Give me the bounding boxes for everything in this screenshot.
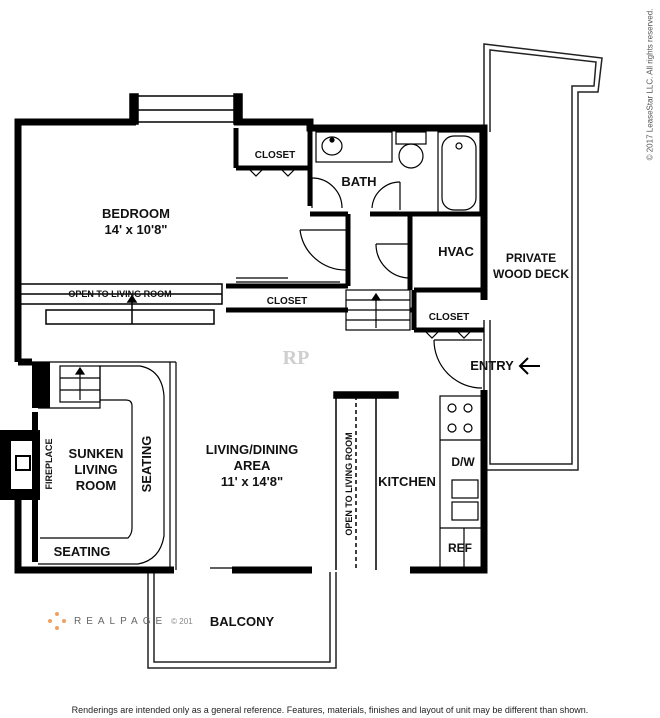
bath-fixtures — [315, 131, 481, 215]
living-dining-size: 11' x 14'8" — [220, 474, 284, 489]
sunken-living-label: SUNKEN LIVING ROOM — [68, 446, 124, 493]
brand-suffix: © 201 — [171, 616, 193, 626]
bedroom-railing — [17, 283, 223, 325]
closet-bedroom-label: CLOSET — [254, 150, 296, 161]
hall-closet-slider — [236, 277, 340, 283]
brand-name: REALPAGE — [74, 615, 168, 627]
bedroom-window — [129, 93, 243, 125]
entry-label: ENTRY — [470, 358, 514, 373]
door-swings — [299, 177, 483, 389]
closet-entry-label: CLOSET — [428, 312, 470, 323]
disclaimer-text: Renderings are intended only as a genera… — [71, 705, 589, 715]
realpage-logo-icon — [48, 612, 66, 630]
closet-hall-label: CLOSET — [266, 296, 308, 307]
hall-stairs — [345, 289, 411, 331]
sunken-living-features — [24, 361, 177, 570]
deck-label: PRIVATE WOOD DECK — [493, 251, 569, 281]
private-deck-outline — [483, 43, 603, 471]
ref-label: REF — [448, 541, 472, 555]
open-to-living-vertical-label: OPEN TO LIVING ROOM — [344, 432, 354, 536]
interior-walls — [226, 128, 484, 333]
bedroom-size: 14' x 10'8" — [104, 222, 168, 237]
balcony-slider — [210, 567, 440, 573]
seating-bottom-label: SEATING — [53, 544, 111, 559]
balcony-outline — [147, 572, 337, 669]
realpage-brand: REALPAGE © 201 — [48, 612, 193, 630]
closet-doors — [247, 167, 473, 339]
watermark-logo: RP — [283, 347, 310, 369]
exterior-walls — [14, 118, 488, 574]
dw-label: D/W — [451, 455, 475, 469]
fireplace-block — [0, 362, 50, 562]
balcony-label: BALCONY — [209, 614, 275, 629]
kitchen-appliances — [439, 395, 483, 571]
kitchen-railing — [333, 391, 399, 570]
entry-arrow-icon — [518, 357, 540, 375]
living-dining-label: LIVING/DINING AREA — [205, 442, 299, 473]
seating-right-label: SEATING — [139, 435, 154, 493]
bedroom-label: BEDROOM — [102, 206, 170, 221]
fireplace-label: FIREPLACE — [44, 438, 54, 490]
copyright-text: © 2017 LeaseStar LLC. All rights reserve… — [645, 8, 655, 161]
hvac-label: HVAC — [438, 244, 474, 259]
kitchen-label: KITCHEN — [378, 474, 436, 489]
bath-label: BATH — [341, 174, 377, 189]
open-to-living-label: OPEN TO LIVING ROOM — [68, 289, 172, 299]
